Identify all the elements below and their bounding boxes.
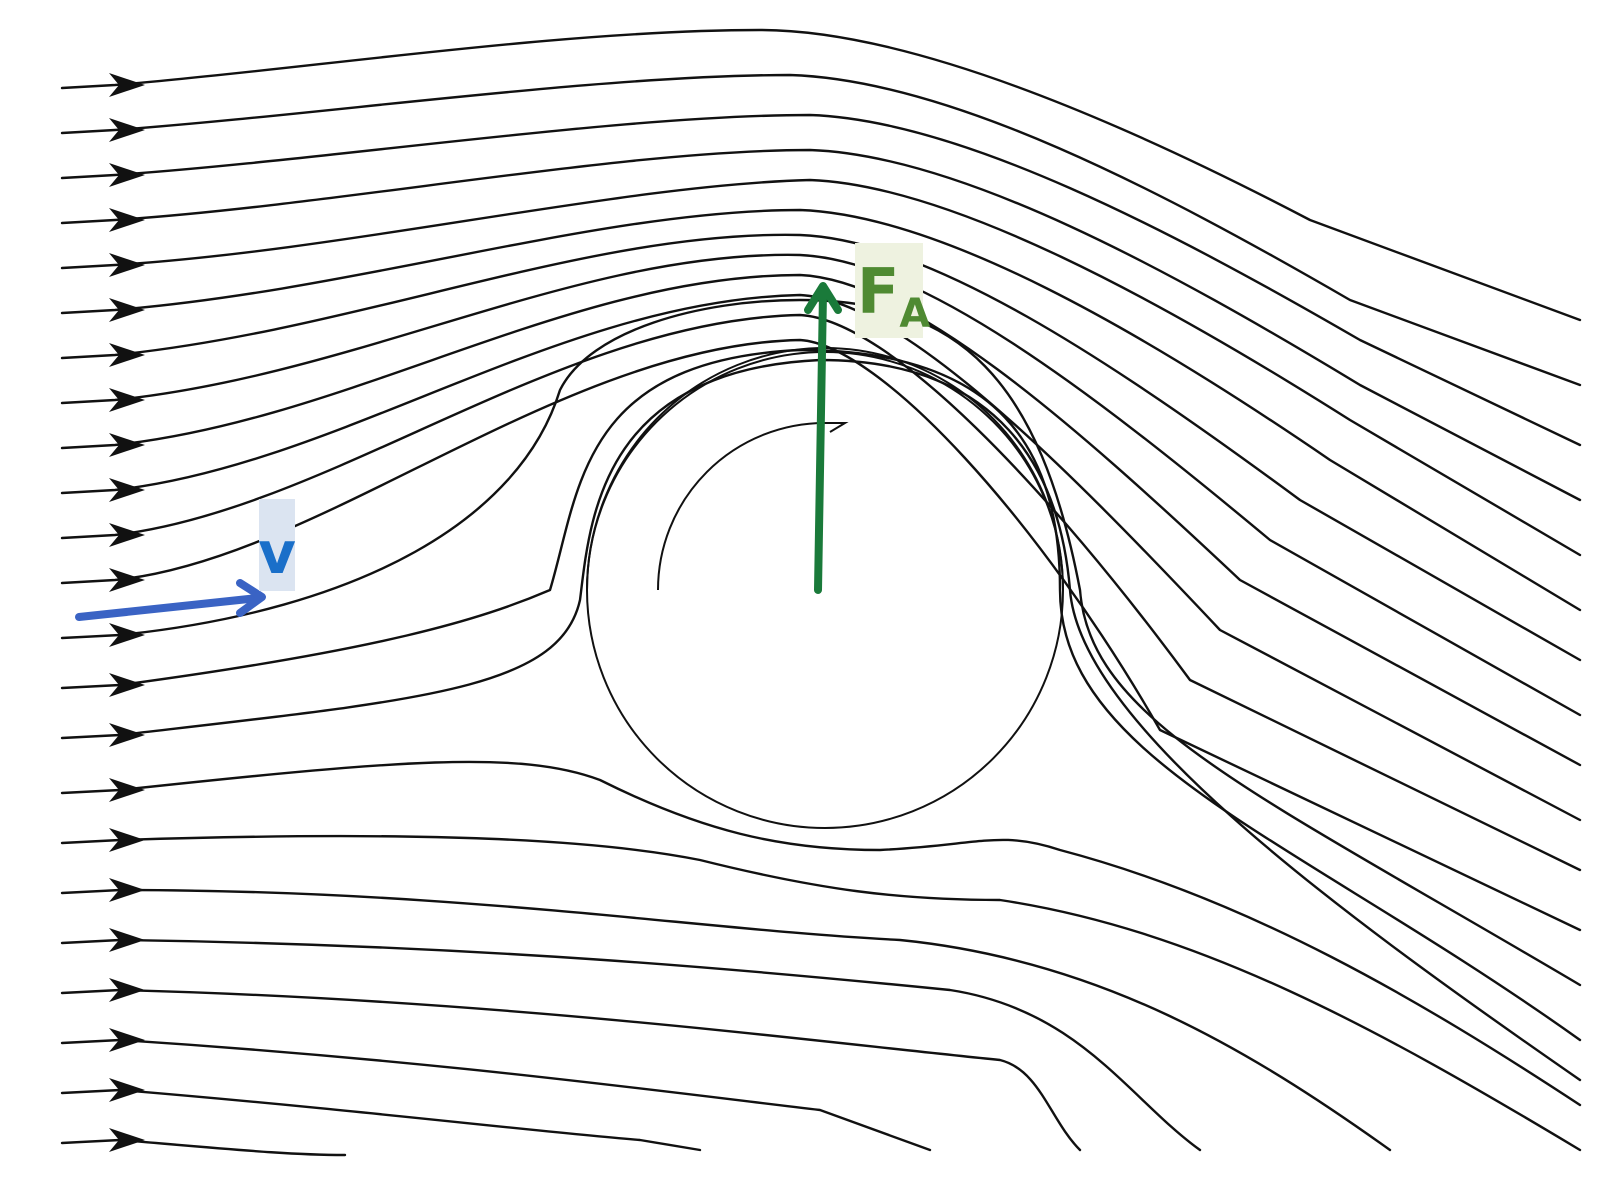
streamline-8 <box>60 253 1582 717</box>
flow-arrowhead-icon <box>109 478 145 502</box>
flow-arrowhead-icon <box>109 73 145 97</box>
flow-arrowhead-icon <box>109 828 145 852</box>
flow-arrowhead-icon <box>109 1128 145 1152</box>
flow-arrowhead-icon <box>109 1078 145 1102</box>
streamline-10 <box>60 293 1582 822</box>
velocity-arrow-shaft <box>75 594 262 621</box>
flow-arrowhead-icon <box>109 568 145 592</box>
velocity-label-bg <box>259 499 295 591</box>
lift-force-label-text: FA <box>857 255 930 337</box>
rotation-indicator-icon <box>657 422 849 591</box>
streamline-17 <box>60 834 1582 1152</box>
streamline-7 <box>60 233 1582 662</box>
streamline-5 <box>60 178 1582 557</box>
flow-arrowhead-icon <box>109 928 145 952</box>
flow-arrowhead-icon <box>109 163 145 187</box>
velocity-label-text: v <box>258 519 296 587</box>
flow-arrowhead-icon <box>109 433 145 457</box>
flow-arrowhead-icon <box>109 978 145 1002</box>
streamline-20 <box>60 988 1082 1152</box>
velocity-arrowhead-icon <box>236 579 266 617</box>
lift-force-arrow <box>804 282 842 594</box>
lift-force-label-bg <box>855 243 923 338</box>
flow-arrowhead-icon <box>109 673 145 697</box>
flow-arrowhead-icon <box>109 623 145 647</box>
streamline-18 <box>60 888 1392 1152</box>
streamline-21 <box>60 1038 932 1152</box>
streamline-2 <box>60 73 1582 387</box>
lift-force-label: FA <box>855 243 930 338</box>
flow-arrowhead-icon <box>109 523 145 547</box>
streamline-23 <box>60 1138 347 1157</box>
flow-arrowhead-icon <box>109 298 145 322</box>
streamline-19 <box>60 938 1202 1152</box>
lift-force-arrowhead-icon <box>804 282 842 314</box>
flow-arrowhead-icon <box>109 388 145 412</box>
streamline-1 <box>60 28 1582 322</box>
lift-force-label-sub: A <box>899 291 930 337</box>
flow-arrowhead-icon <box>109 343 145 367</box>
flow-arrowhead-icon <box>109 118 145 142</box>
streamline-9 <box>60 273 1582 767</box>
streamline-6 <box>60 208 1582 612</box>
velocity-label: v <box>258 499 296 591</box>
velocity-arrow <box>75 579 266 621</box>
flow-arrowhead-icon <box>109 253 145 277</box>
flow-arrowhead-icon <box>109 723 145 747</box>
flow-arrowhead-icon <box>109 1028 145 1052</box>
streamline-3 <box>60 113 1582 447</box>
flow-arrowhead-icon <box>109 208 145 232</box>
lift-force-shaft <box>814 289 827 594</box>
flow-arrowhead-icon <box>109 878 145 902</box>
lift-force-label-main: F <box>857 255 899 328</box>
streamline-16 <box>60 760 1582 1107</box>
streamline-4 <box>60 148 1582 502</box>
flow-arrowhead-icon <box>109 778 145 802</box>
flow-arrowheads-group <box>109 73 145 1152</box>
streamline-22 <box>60 1088 702 1152</box>
